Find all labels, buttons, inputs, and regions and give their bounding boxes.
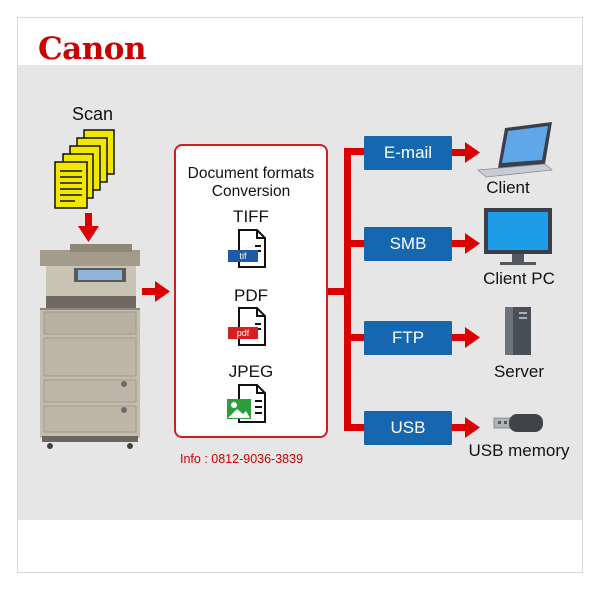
monitor-icon	[484, 208, 552, 265]
arrow-down-icon	[78, 213, 99, 242]
laptop-icon	[477, 122, 553, 178]
canon-logo: Canon	[38, 31, 147, 67]
protocol-usb: USB	[364, 411, 452, 445]
device-label-client-pc: Client PC	[483, 269, 555, 288]
server-icon	[505, 307, 531, 355]
format-label-tiff: TIFF	[233, 207, 269, 226]
usb-memory-icon	[493, 414, 543, 432]
device-label-client: Client	[486, 178, 530, 197]
protocol-smb: SMB	[364, 227, 452, 261]
format-label-pdf: PDF	[234, 286, 268, 305]
device-label-server: Server	[493, 362, 545, 381]
jpeg-file-icon	[227, 384, 266, 423]
pdf-badge: pdf	[228, 327, 258, 339]
scan-label: Scan	[72, 104, 114, 124]
info-phone: Info : 0812-9036-3839	[180, 452, 304, 466]
tiff-badge: tif	[228, 250, 258, 262]
conversion-subtitle: Conversion	[211, 183, 291, 200]
conversion-title: Document formats	[187, 165, 315, 182]
format-label-jpeg: JPEG	[228, 362, 274, 381]
copier-icon	[40, 244, 140, 449]
protocol-email: E-mail	[364, 136, 452, 170]
scan-documents-icon	[54, 129, 115, 209]
device-label-usb-memory: USB memory	[468, 441, 570, 460]
arrow-right-icon	[142, 281, 170, 302]
arrow-right-icon	[452, 142, 480, 438]
protocol-ftp: FTP	[364, 321, 452, 355]
distribution-bus	[328, 148, 364, 431]
